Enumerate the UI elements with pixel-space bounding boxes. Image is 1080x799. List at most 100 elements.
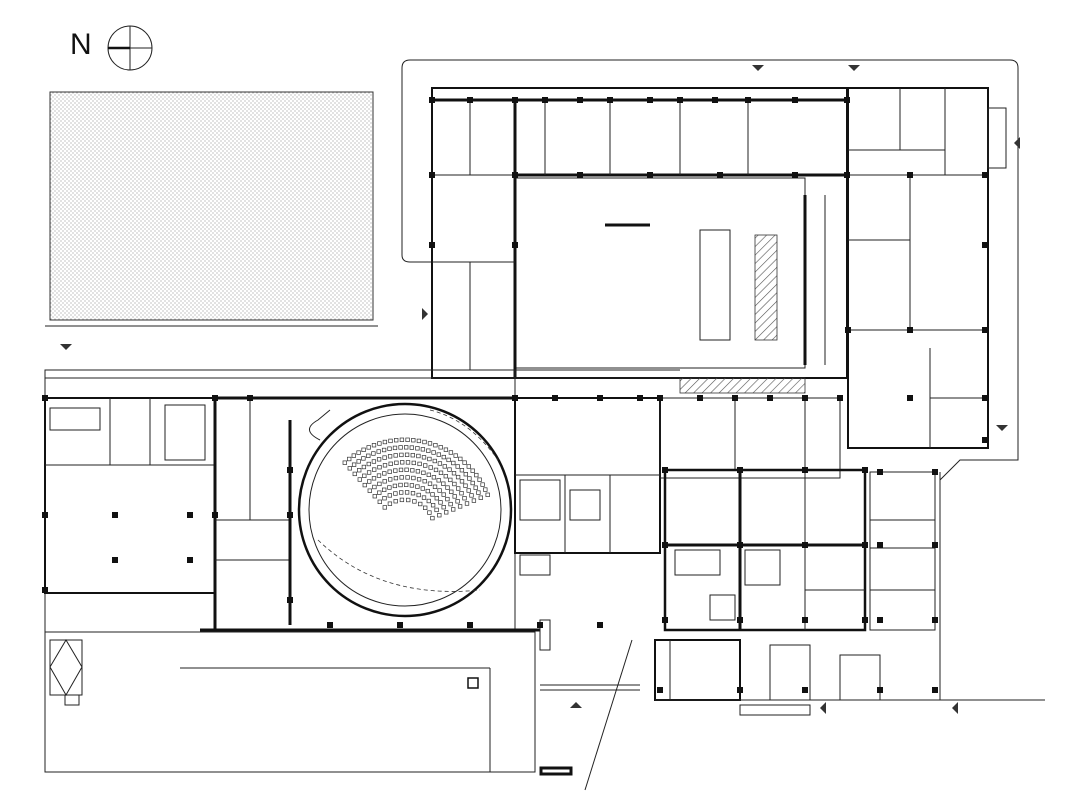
auditorium-seat (411, 460, 416, 466)
auditorium-seat (398, 482, 403, 488)
auditorium-seat (405, 437, 410, 442)
auditorium-seat (400, 460, 405, 465)
auditorium-seat (404, 490, 410, 495)
auditorium-seat (366, 445, 371, 450)
auditorium-seat (453, 453, 458, 458)
structural-column (597, 622, 603, 628)
auditorium-seat (382, 487, 387, 492)
auditorium-seat (406, 497, 411, 503)
auditorium-seat (463, 472, 468, 477)
structural-column (982, 242, 988, 248)
auditorium-seat (393, 499, 398, 504)
structural-column (907, 395, 913, 401)
north-wing (401, 59, 1019, 481)
structural-column (287, 467, 293, 473)
auditorium-seat (366, 461, 371, 467)
structural-column (637, 395, 643, 401)
auditorium-seat (467, 476, 472, 481)
auditorium-seat (361, 464, 367, 470)
auditorium-seat (449, 489, 454, 494)
auditorium-seat (430, 503, 436, 508)
auditorium-seat (387, 485, 392, 490)
auditorium-seat (371, 451, 376, 456)
auditorium-seat (362, 473, 367, 478)
auditorium-seat (441, 454, 446, 460)
auditorium-seat (470, 480, 475, 486)
auditorium-seat (382, 496, 387, 501)
structural-column (932, 542, 938, 548)
structural-column (542, 97, 548, 103)
auditorium-seat (366, 470, 372, 475)
structural-column (657, 687, 663, 693)
auditorium-seat (426, 498, 431, 504)
auditorium-seat (448, 450, 454, 455)
auditorium-seat (420, 486, 425, 491)
auditorium-seat (404, 452, 410, 457)
auditorium-seat (432, 458, 437, 464)
auditorium-seat (418, 501, 423, 507)
auditorium-seat (376, 473, 382, 478)
structural-column (802, 467, 808, 473)
auditorium-seat (394, 438, 399, 443)
auditorium-seat (444, 510, 449, 515)
structural-column (982, 172, 988, 178)
structural-column (932, 687, 938, 693)
auditorium-seat (351, 453, 356, 458)
auditorium-seat (347, 466, 352, 471)
auditorium-seat (477, 477, 482, 482)
structural-column (429, 172, 435, 178)
structural-column (792, 97, 798, 103)
auditorium-seat (457, 504, 463, 509)
auditorium-seat (427, 481, 433, 486)
auditorium-seat (445, 496, 450, 502)
auditorium-seat (416, 492, 421, 498)
auditorium-seat (377, 441, 382, 446)
auditorium-seat (404, 445, 409, 450)
auditorium-seat (404, 482, 409, 487)
auditorium-seat (388, 477, 393, 482)
structural-column (512, 395, 518, 401)
auditorium-seat (357, 477, 362, 482)
auditorium-seat (476, 490, 481, 495)
triangle-entrance-marker-icon (1014, 137, 1020, 149)
auditorium-seat (371, 443, 377, 448)
structural-column (862, 617, 868, 623)
structural-column (737, 687, 743, 693)
central-block (514, 397, 661, 651)
auditorium-seat (459, 468, 465, 473)
auditorium-seat (421, 495, 427, 500)
structural-column (42, 395, 48, 401)
auditorium-seat (458, 456, 463, 462)
structural-column (212, 395, 218, 401)
structural-column (802, 617, 808, 623)
structural-column (745, 97, 751, 103)
structural-column (112, 557, 118, 563)
auditorium-seat (451, 507, 456, 512)
auditorium-seat (382, 479, 387, 484)
east-block (654, 397, 1045, 701)
auditorium-seat (430, 492, 435, 497)
structural-columns (42, 97, 988, 693)
auditorium-seat (455, 499, 460, 504)
auditorium-seat (426, 472, 431, 477)
auditorium-seat (415, 469, 421, 474)
auditorium-seat (387, 493, 392, 498)
auditorium-seat (448, 477, 453, 483)
auditorium-seat (441, 492, 446, 497)
auditorium-seat (376, 449, 381, 454)
auditorium-seat (462, 496, 467, 501)
auditorium-seat (417, 461, 422, 467)
auditorium-seat (412, 499, 417, 504)
lower-site (44, 631, 811, 791)
auditorium-seat (434, 496, 439, 501)
structural-column (932, 469, 938, 475)
auditorium-seat (398, 445, 403, 450)
entrance-markers (60, 65, 1020, 714)
auditorium-seat (423, 463, 428, 468)
structural-column (792, 172, 798, 178)
auditorium-seat (436, 452, 441, 457)
auditorium-seat (427, 441, 433, 446)
structural-column (877, 687, 883, 693)
auditorium-seat (411, 438, 416, 443)
